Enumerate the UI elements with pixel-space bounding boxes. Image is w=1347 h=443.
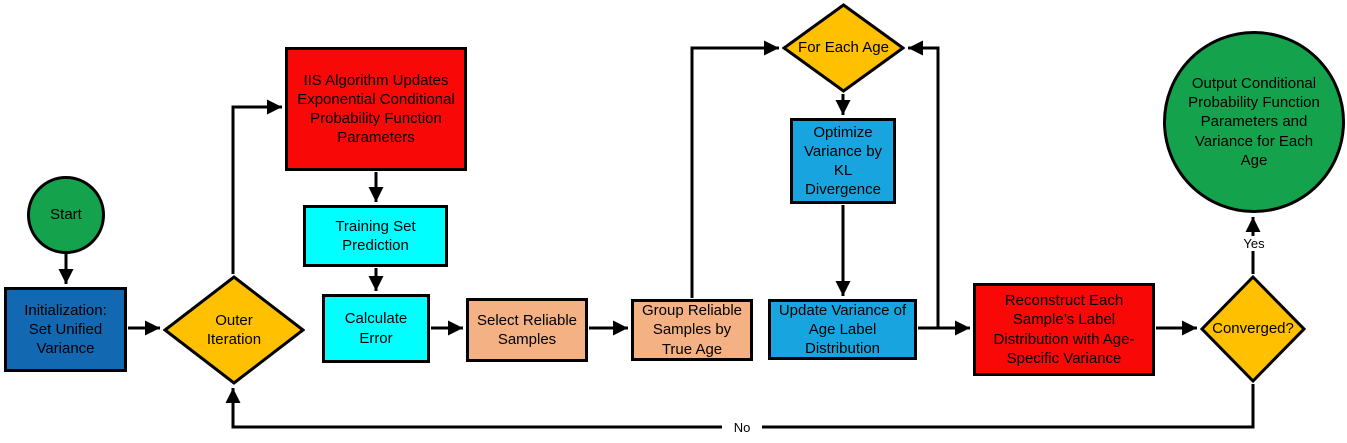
edge-outer-iteration-to-iis-update <box>231 99 282 274</box>
node-initialization: Initialization: Set Unified Variance <box>4 287 127 372</box>
node-select-reliable-label: Select Reliable Samples <box>476 311 578 348</box>
node-for-each-age-label: For Each Age <box>798 39 889 57</box>
node-optimize-variance: Optimize Variance by KL Divergence <box>790 118 896 204</box>
node-group-reliable: Group Reliable Samples by True Age <box>631 299 753 361</box>
diamond-shape <box>163 275 305 385</box>
edge-group-reliable-to-for-each-age <box>690 40 779 298</box>
node-initialization-label: Initialization: Set Unified Variance <box>24 301 107 358</box>
edge-label-yes: Yes <box>1234 236 1274 251</box>
node-output-label: Output Conditional Probability Function … <box>1188 75 1320 169</box>
node-iis-update-label: IIS Algorithm Updates Exponential Condit… <box>297 71 455 147</box>
edge-label-no: No <box>722 420 762 435</box>
node-optimize-variance-label: Optimize Variance by KL Divergence <box>803 123 883 199</box>
node-start: Start <box>27 176 105 254</box>
node-reconstruct-label: Reconstruct Each Sample’s Label Distribu… <box>993 292 1135 367</box>
node-iis-update: IIS Algorithm Updates Exponential Condit… <box>285 47 467 171</box>
node-calculate-error: Calculate Error <box>322 294 430 363</box>
node-output: Output Conditional Probability Function … <box>1163 31 1345 213</box>
node-for-each-age: For Each Age <box>782 3 905 93</box>
node-converged-label: Converged? <box>1212 320 1294 338</box>
node-update-variance-label: Update Variance of Age Label Distributio… <box>778 301 907 358</box>
edge-update-variance-loop-to-for-each-age <box>908 40 940 328</box>
node-reconstruct: Reconstruct Each Sample’s Label Distribu… <box>973 283 1155 376</box>
node-update-variance: Update Variance of Age Label Distributio… <box>768 299 917 360</box>
node-group-reliable-label: Group Reliable Samples by True Age <box>641 302 743 358</box>
node-training-prediction: Training Set Prediction <box>303 205 448 267</box>
diamond-shape <box>1200 275 1306 383</box>
node-outer-iteration-label: Outer Iteration <box>206 311 262 348</box>
node-outer-iteration: Outer Iteration <box>163 275 305 385</box>
node-calculate-error-label: Calculate Error <box>344 310 408 347</box>
node-training-prediction-label: Training Set Prediction <box>335 217 416 254</box>
node-converged: Converged? <box>1200 275 1306 383</box>
diamond-shape <box>782 3 905 93</box>
node-start-label: Start <box>50 206 82 224</box>
node-select-reliable: Select Reliable Samples <box>466 298 588 362</box>
